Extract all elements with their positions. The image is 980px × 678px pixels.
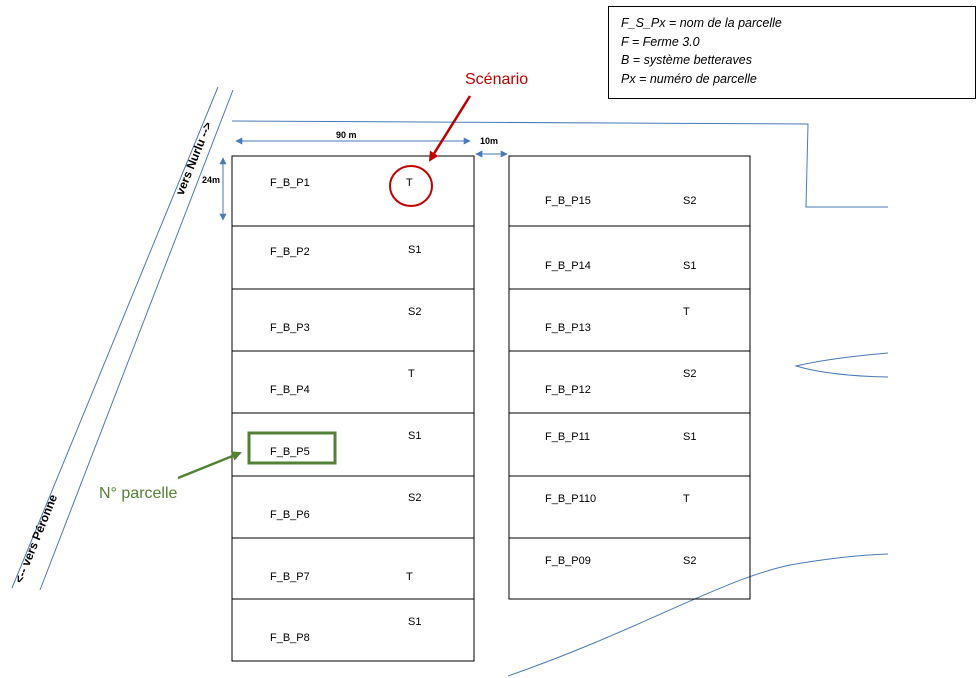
parcel-scenario: S2: [683, 195, 696, 207]
parcel-f-b-p12: [508, 350, 751, 414]
width-dimension-label: 90 m: [336, 130, 357, 140]
parcel-f-b-p2: [231, 225, 475, 290]
road-line-right: [39, 89, 234, 591]
parcel-name: F_B_P8: [270, 632, 310, 644]
parcel-f-b-p7: [231, 537, 475, 600]
legend-line: B = système betteraves: [621, 53, 752, 67]
scenario-highlight-circle: [389, 165, 433, 207]
parcels-left: F_B_P1 T F_B_P2 S1 F_B_P3 S2 F_B_P4 T F_…: [231, 155, 475, 662]
parcel-name: F_B_P14: [545, 260, 591, 272]
stream-curve-upper: [794, 352, 889, 378]
legend-line: F_S_Px = nom de la parcelle: [621, 16, 782, 30]
parcel-scenario: T: [683, 306, 690, 318]
parcel-scenario: T: [408, 368, 415, 380]
height-dimension-label: 24m: [202, 175, 220, 185]
field-boundary-top: [231, 120, 888, 208]
parcel-name: F_B_P12: [545, 384, 591, 396]
parcel-f-b-p13: [508, 288, 751, 352]
parcel-scenario: S2: [408, 306, 421, 318]
parcel-name: F_B_P5: [270, 446, 310, 458]
parcel-scenario: S2: [683, 555, 696, 567]
legend-box: F_S_Px = nom de la parcelle F = Ferme 3.…: [608, 6, 976, 99]
parcel-name: F_B_P11: [545, 431, 590, 443]
scenario-arrow: [428, 95, 472, 162]
parcel-name: F_B_P13: [545, 322, 591, 334]
parcel-name: F_B_P3: [270, 322, 310, 334]
parcel-f-b-p3: [231, 288, 475, 352]
parcel-name: F_B_P15: [545, 195, 591, 207]
parcel-number-arrow: [177, 451, 242, 480]
parcel-f-b-p6: [231, 475, 475, 539]
parcel-f-b-p09: [508, 537, 751, 600]
parcel-scenario: S1: [683, 260, 696, 272]
parcel-scenario: S1: [408, 430, 421, 442]
road-label-north: vers Nurlu -->: [173, 120, 215, 197]
parcel-f-b-p4: [231, 350, 475, 414]
parcel-scenario: T: [683, 493, 690, 505]
parcel-f-b-p11: [508, 412, 751, 477]
parcel-scenario: S1: [408, 244, 421, 256]
road-line-left: [11, 86, 219, 589]
parcel-name: F_B_P1: [270, 177, 310, 189]
parcel-name: F_B_P4: [270, 384, 310, 396]
stream-curve-lower: [507, 553, 889, 677]
parcel-f-b-p15: [508, 155, 751, 227]
parcel-name: F_B_P110: [545, 493, 596, 505]
scenario-label: Scénario: [465, 71, 528, 88]
parcel-scenario: S2: [683, 368, 696, 380]
parcel-name: F_B_P6: [270, 509, 310, 521]
parcel-name: F_B_P2: [270, 246, 310, 258]
parcel-scenario: S2: [408, 492, 421, 504]
parcel-scenario: S1: [683, 431, 696, 443]
parcel-f-b-p8: [231, 598, 475, 662]
parcel-name: F_B_P09: [545, 555, 591, 567]
parcels-right: F_B_P15 S2 F_B_P14 S1 F_B_P13 T F_B_P12 …: [508, 155, 751, 600]
gap-dimension-label: 10m: [480, 136, 498, 146]
parcel-scenario: T: [406, 571, 413, 583]
parcel-number-highlight-box: [247, 431, 337, 465]
parcel-f-b-p5: [231, 412, 475, 477]
parcel-scenario: T: [406, 177, 413, 189]
legend-line: F = Ferme 3.0: [621, 34, 700, 49]
road-label-south: <-- vers Péronne: [12, 492, 60, 585]
parcel-name: F_B_P7: [270, 571, 310, 583]
parcel-f-b-p1: [231, 155, 475, 227]
parcel-f-b-p14: [508, 225, 751, 290]
parcel-f-b-p110: [508, 475, 751, 539]
parcel-scenario: S1: [408, 616, 421, 628]
legend-line: Px = numéro de parcelle: [621, 71, 757, 86]
parcel-number-label: N° parcelle: [99, 485, 178, 502]
